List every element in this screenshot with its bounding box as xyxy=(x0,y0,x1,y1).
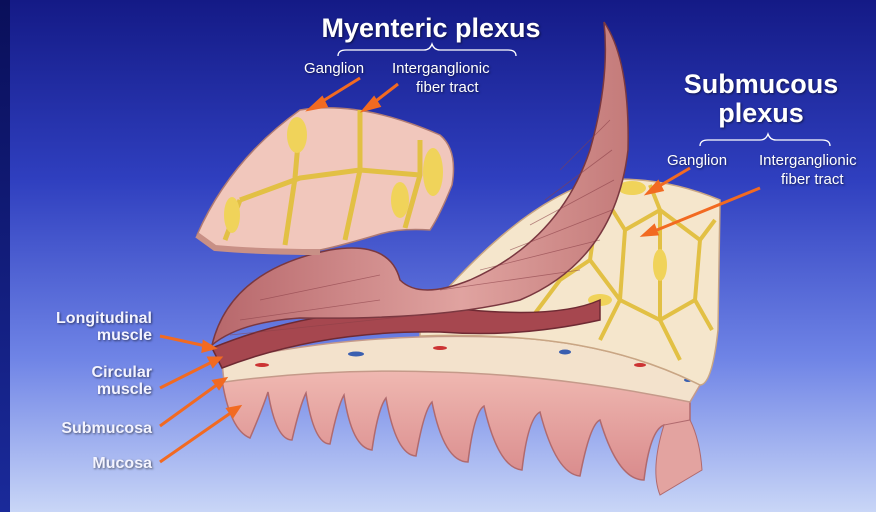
circular-muscle-label-line1: Circular xyxy=(14,364,152,381)
submucous-ganglion-label: Ganglion xyxy=(667,152,727,169)
myenteric-plexus-title: Myenteric plexus xyxy=(302,14,560,42)
submucous-tract-label-line2: fiber tract xyxy=(781,171,844,188)
submucous-plexus-title-line1: Submucous xyxy=(656,70,866,98)
submucosa-label: Submucosa xyxy=(14,420,152,437)
longitudinal-muscle-label-line1: Longitudinal xyxy=(14,310,152,327)
myenteric-tract-label-line2: fiber tract xyxy=(416,79,479,96)
submucous-plexus-title-line2: plexus xyxy=(656,99,866,127)
myenteric-ganglion-label: Ganglion xyxy=(304,60,364,77)
longitudinal-muscle-label-line2: muscle xyxy=(14,327,152,344)
circular-muscle-label-line2: muscle xyxy=(14,381,152,398)
mucosa-label: Mucosa xyxy=(14,455,152,472)
myenteric-tract-label-line1: Interganglionic xyxy=(392,60,490,77)
submucous-tract-label-line1: Interganglionic xyxy=(759,152,876,169)
